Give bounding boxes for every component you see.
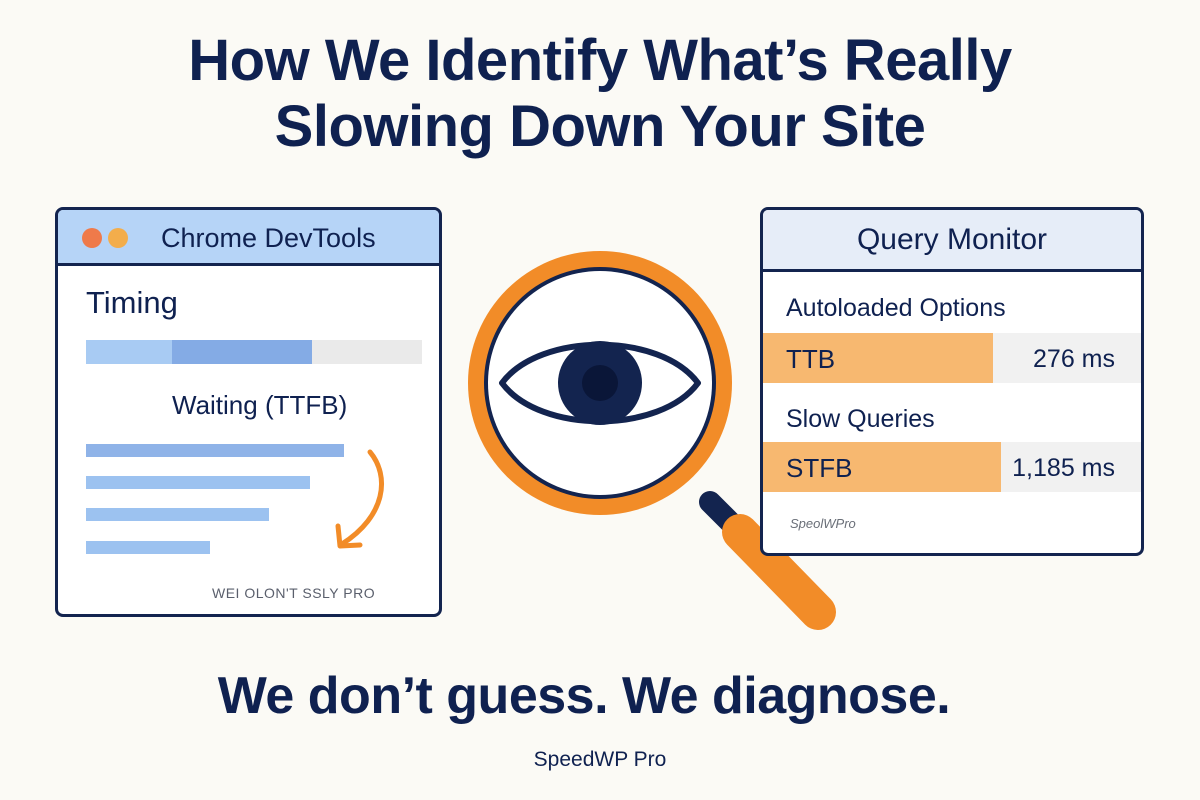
autoloaded-options-metric-row: TTB 276 ms xyxy=(763,333,1141,383)
tagline: We don’t guess. We diagnose. xyxy=(217,667,951,725)
query-monitor-card: Query Monitor Autoloaded Options TTB 276… xyxy=(760,207,1144,556)
window-close-dot-icon xyxy=(82,228,102,248)
slow-queries-label: Slow Queries xyxy=(786,405,935,433)
window-minimize-dot-icon xyxy=(108,228,128,248)
query-monitor-title: Query Monitor xyxy=(856,222,1048,256)
metric-name: STFB xyxy=(786,453,853,483)
metric-value: 276 ms xyxy=(1033,345,1115,373)
slow-queries-metric-row: STFB 1,185 ms xyxy=(763,442,1141,492)
chrome-devtools-card: Chrome DevTools Timing Waiting (TTFB) WE… xyxy=(55,207,442,617)
metric-value: 1,185 ms xyxy=(1012,454,1115,482)
autoloaded-options-label: Autoloaded Options xyxy=(786,294,1006,322)
waterfall-bar xyxy=(86,541,210,554)
waiting-ttfb-label: Waiting (TTFB) xyxy=(172,390,348,420)
timing-bar-segment-1 xyxy=(86,340,172,364)
metric-bar-fill xyxy=(763,333,993,383)
brand-name: SpeedWP Pro xyxy=(533,748,667,771)
headline: How We Identify What’s Really Slowing Do… xyxy=(0,28,1200,160)
metric-bar-fill xyxy=(763,442,1001,492)
query-monitor-header: Query Monitor xyxy=(763,210,1141,272)
timing-bar-segment-2 xyxy=(172,340,312,364)
metric-name: TTB xyxy=(786,344,836,374)
devtools-watermark: WEI OLON'T SSLY PRO xyxy=(212,585,376,601)
waterfall-bar xyxy=(86,508,269,521)
magnifying-glass-eye-icon xyxy=(468,251,836,630)
headline-line-1: How We Identify What’s Really xyxy=(188,28,1012,93)
headline-line-2: Slowing Down Your Site xyxy=(274,94,926,159)
waterfall-bar xyxy=(86,476,310,489)
devtools-header: Chrome DevTools xyxy=(58,210,439,266)
devtools-title: Chrome DevTools xyxy=(161,223,376,253)
curved-arrow-icon xyxy=(335,449,384,549)
waterfall-bar xyxy=(86,444,344,457)
timing-label: Timing xyxy=(86,285,178,320)
query-monitor-watermark: SpeolWPro xyxy=(790,516,856,531)
